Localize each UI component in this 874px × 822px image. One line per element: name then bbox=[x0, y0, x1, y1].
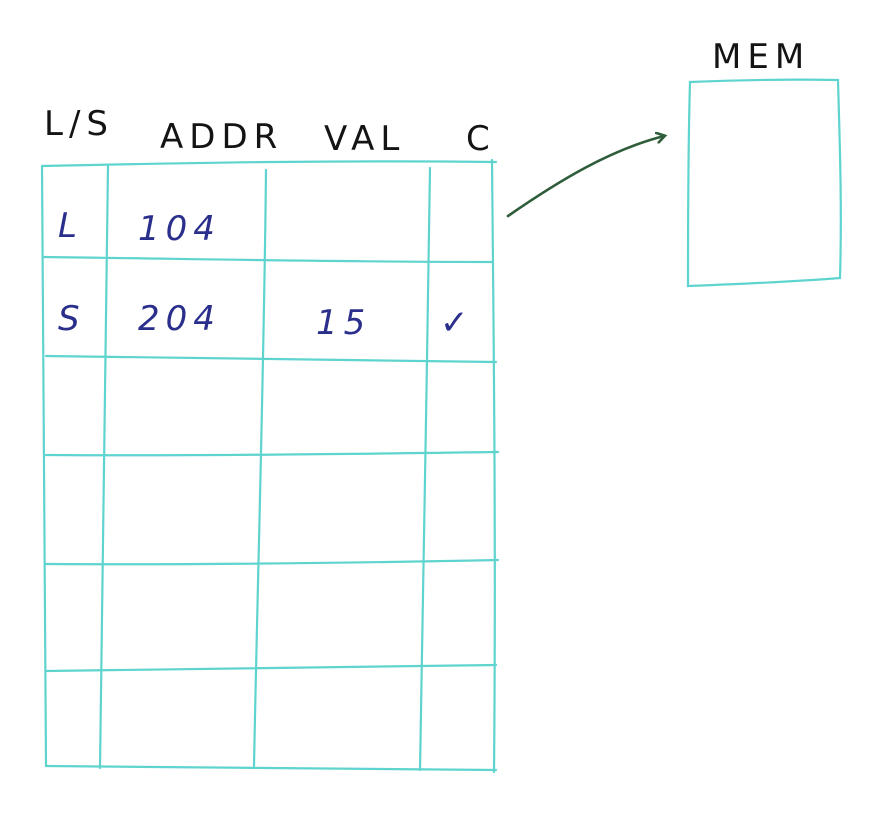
header-value: VAL bbox=[324, 119, 405, 159]
row-1-load-store: L bbox=[58, 206, 83, 246]
row-2-value: 15 bbox=[316, 303, 371, 343]
row-2-address: 204 bbox=[138, 299, 221, 339]
queue-table-grid bbox=[40, 158, 500, 774]
grid-row-line bbox=[44, 450, 500, 457]
header-load-store: L/S bbox=[44, 104, 114, 144]
arrow-to-memory bbox=[506, 136, 664, 218]
grid-column-line bbox=[418, 166, 432, 772]
header-commit: C bbox=[466, 119, 496, 159]
grid-row-line bbox=[42, 255, 494, 264]
grid-row-line bbox=[40, 160, 498, 168]
header-address: ADDR bbox=[160, 117, 283, 157]
grid-row-line bbox=[44, 558, 500, 566]
grid-row-line bbox=[44, 354, 498, 364]
grid-column-line bbox=[252, 168, 268, 768]
grid-column-line bbox=[40, 164, 48, 768]
grid-column-line bbox=[490, 158, 496, 774]
row-1-address: 104 bbox=[138, 209, 221, 249]
grid-row-line bbox=[44, 764, 498, 772]
row-2-commit: ✓ bbox=[440, 303, 475, 343]
memory-box bbox=[686, 78, 842, 288]
memory-label: MEM bbox=[712, 37, 810, 77]
row-2-load-store: S bbox=[58, 299, 86, 339]
grid-column-line bbox=[98, 164, 110, 770]
grid-row-line bbox=[44, 663, 498, 673]
